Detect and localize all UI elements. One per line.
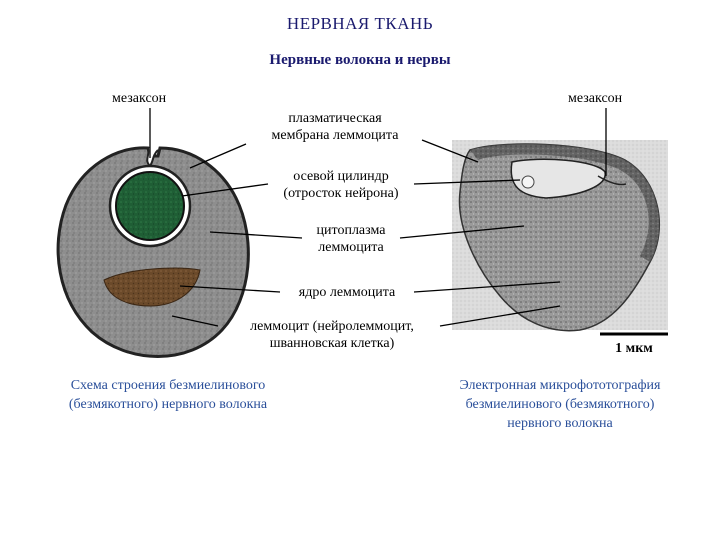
leader-nucleus-right: [413, 281, 561, 293]
label-mesaxon-left: мезаксон: [112, 91, 167, 106]
label-cytoplasm: цитоплазма леммоцита: [316, 223, 386, 255]
axon-cylinder: [115, 171, 185, 241]
label-mesaxon-right: мезаксон: [568, 91, 623, 106]
caption-schematic: Схема строения безмиелинового (безмякотн…: [68, 378, 268, 412]
leader-cytoplasm-left: [209, 231, 303, 239]
label-plasma-membrane: плазматическая мембрана леммоцита: [271, 111, 399, 143]
scale-bar-label: 1 мкм: [615, 341, 653, 356]
schematic-fiber: [56, 146, 250, 358]
lemmocyte-nucleus: [103, 267, 201, 307]
leader-lines: [149, 108, 607, 327]
leader-axon-right: [413, 179, 521, 185]
caption-micrograph: Электронная микрофототография безмиелино…: [459, 378, 661, 431]
label-nucleus: ядро леммоцита: [298, 285, 396, 300]
leader-membrane-left: [189, 143, 247, 169]
page-title: НЕРВНАЯ ТКАНЬ: [286, 14, 434, 33]
label-lemmocyte: леммоцит (нейролеммоцит, шванновская кле…: [250, 319, 414, 351]
page-subtitle: Нервные волокна и нервы: [269, 52, 451, 68]
em-axon: [510, 158, 606, 199]
leader-axon-left: [181, 183, 269, 197]
leader-nucleus-left: [179, 285, 281, 293]
em-dark-rim: [470, 144, 660, 262]
leader-membrane-right: [421, 139, 479, 163]
leader-lemmocyte-right: [439, 305, 561, 327]
em-mesaxon: [597, 175, 627, 186]
leader-cytoplasm-right: [399, 225, 525, 239]
leader-lemmocyte-left: [171, 315, 219, 327]
label-axial-cylinder: осевой цилиндр (отросток нейрона): [283, 169, 399, 201]
em-organelle: [521, 175, 535, 189]
electron-micrograph: [452, 140, 668, 332]
lemmocyte-body: [56, 146, 250, 358]
